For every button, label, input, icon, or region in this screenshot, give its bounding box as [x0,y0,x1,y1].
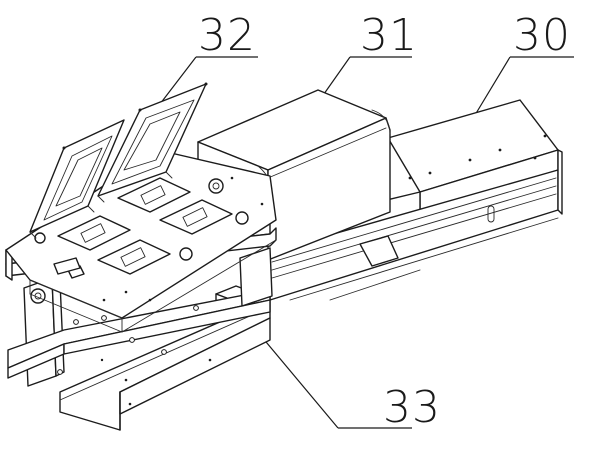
leader-30 [471,56,511,121]
label-32: 32 [198,10,256,61]
tray-lids [29,82,208,239]
label-30: 30 [513,10,571,61]
bracket-frame [7,247,273,387]
rail-lower-block [59,299,271,431]
test-tray-32 [5,149,277,333]
leader-32 [159,56,197,105]
label-31: 31 [360,10,418,61]
label-33: 33 [383,382,441,433]
